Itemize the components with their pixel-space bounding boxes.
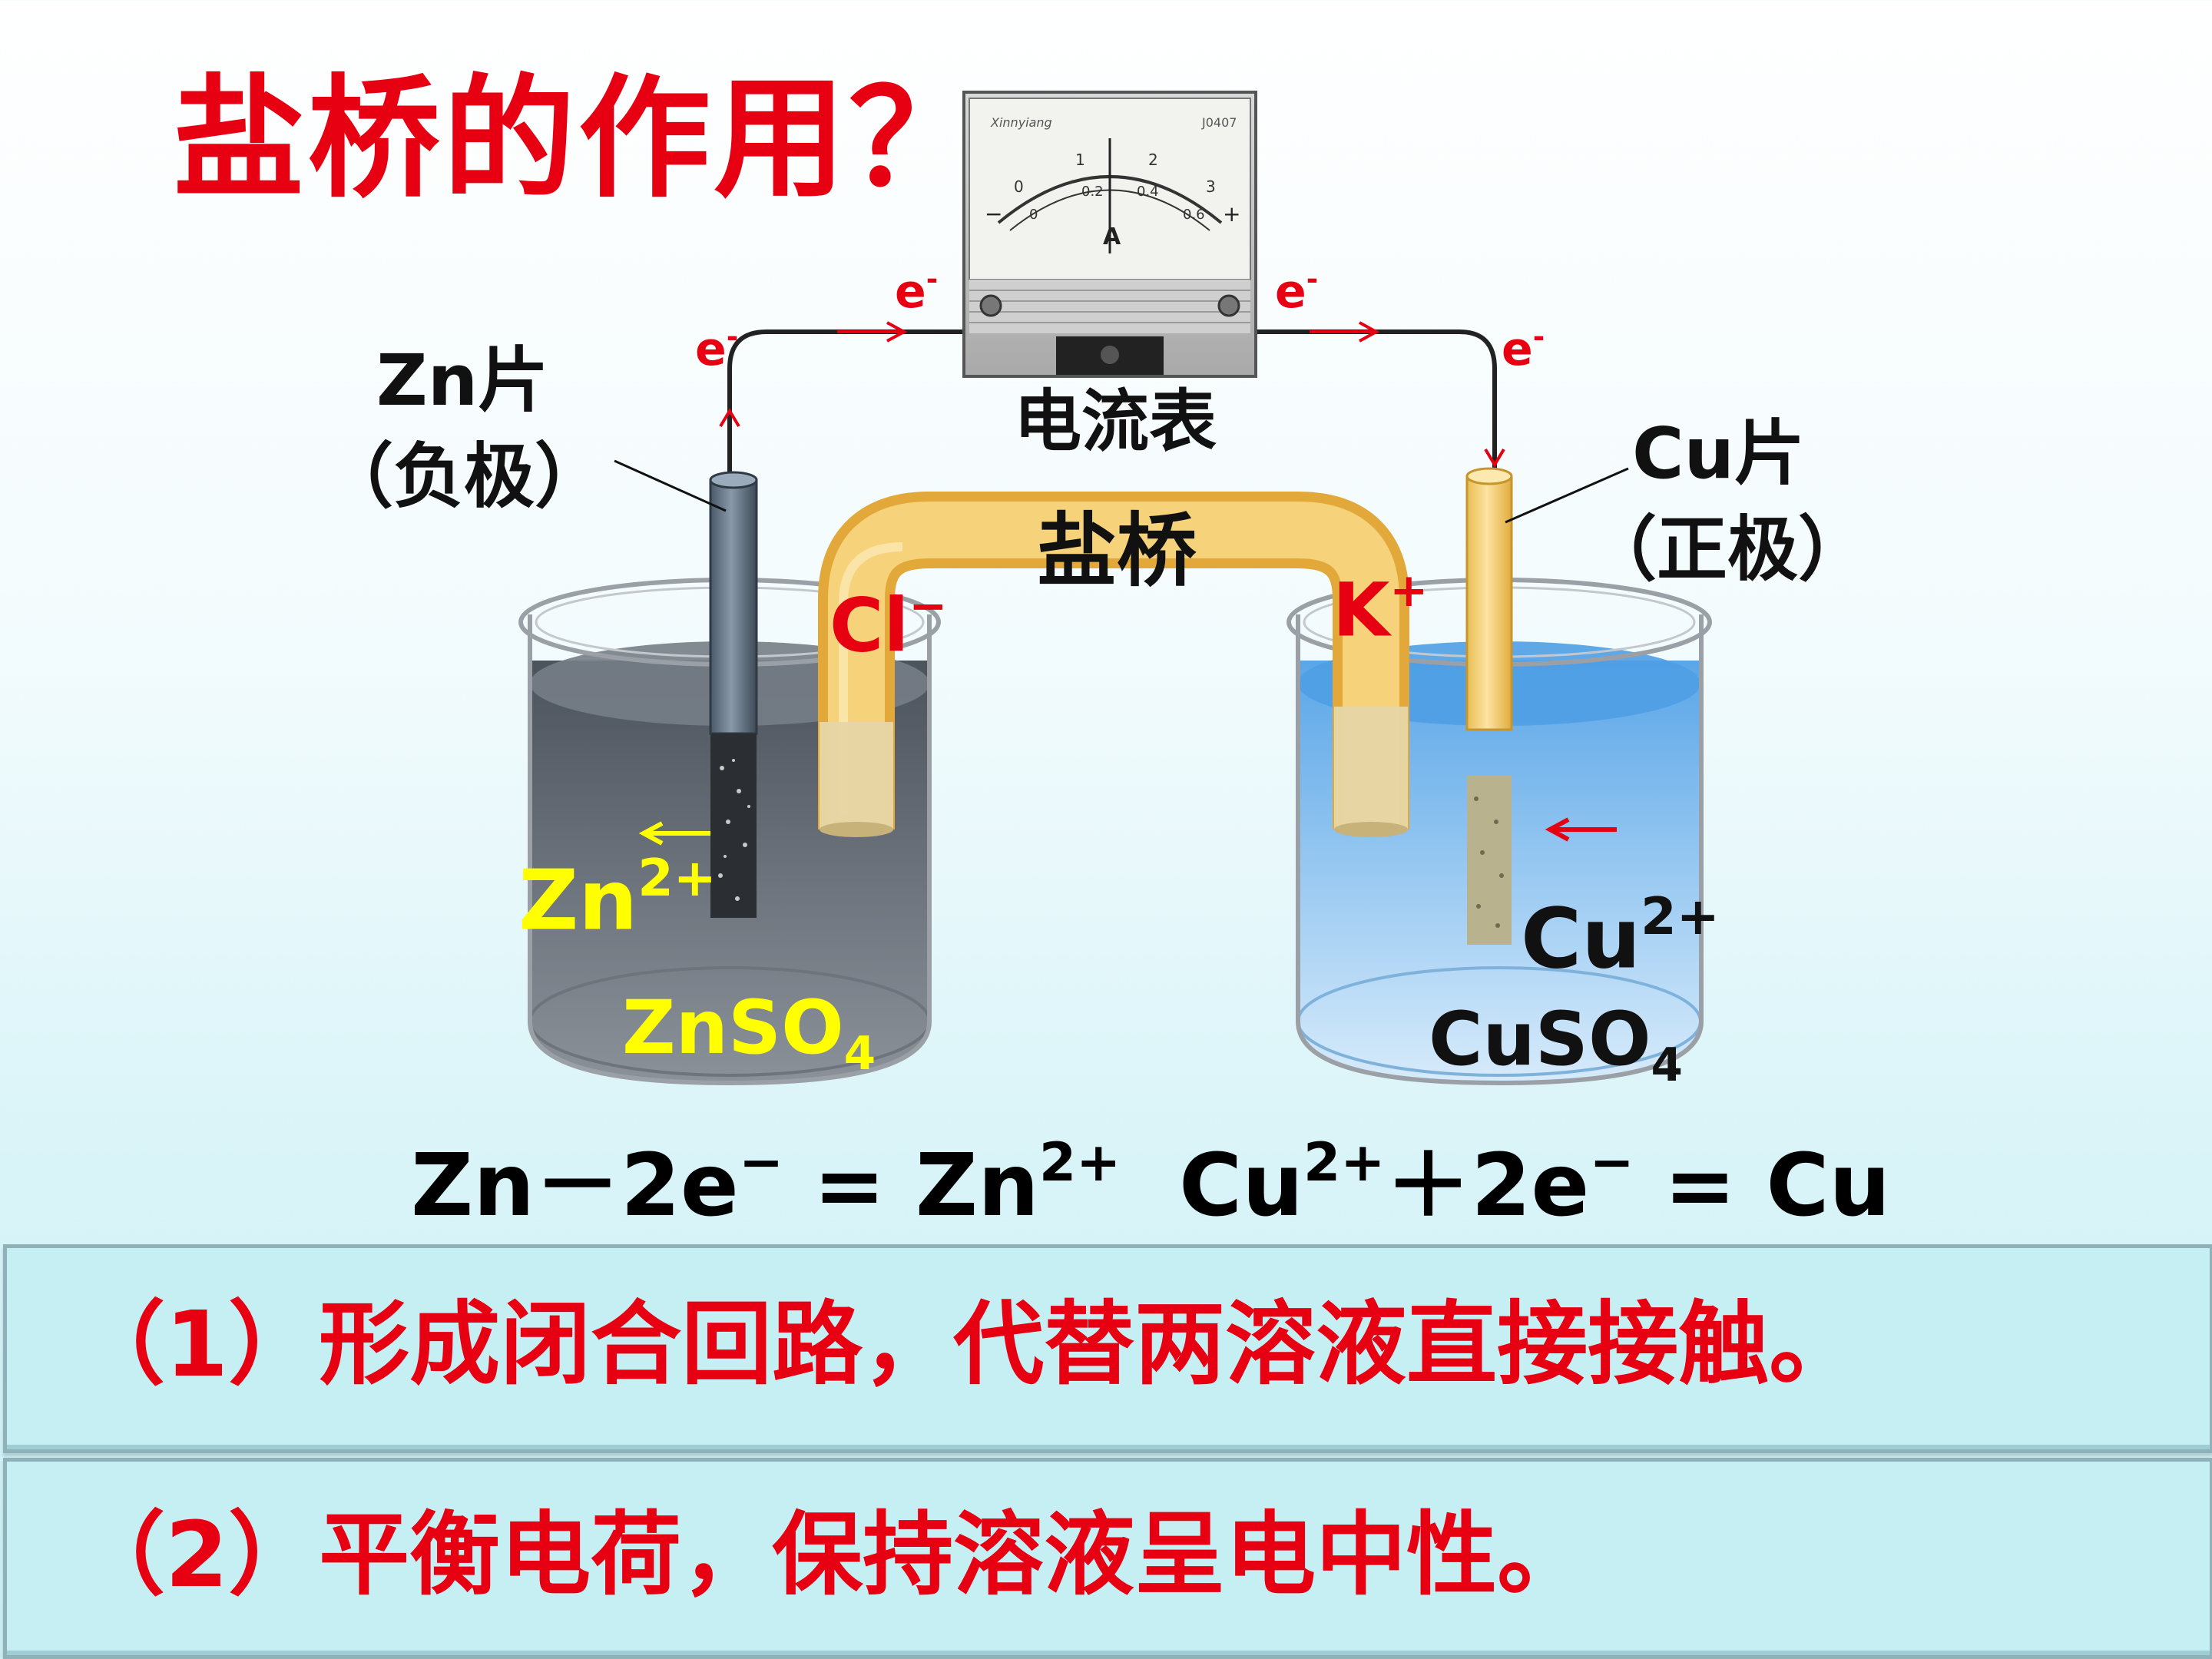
electron-label-1: e-: [695, 320, 739, 377]
pointer-line-cu: [1505, 467, 1629, 524]
ammeter-scale-bottom-3: 0.6: [1183, 207, 1205, 223]
pointer-line-zn: [614, 459, 727, 512]
anode-equation: Zn－2e− = Zn2+: [411, 1132, 1121, 1237]
cu-ion-arrow: [1545, 817, 1617, 842]
znso4-label: ZnSO4: [622, 985, 876, 1081]
cathode-equation: Cu2+＋2e− = Cu: [1179, 1132, 1891, 1237]
ammeter-label: 电流表: [1014, 382, 1217, 461]
electron-arrows: [719, 321, 1505, 468]
zn-electrode-name: Zn片: [376, 339, 549, 422]
ammeter-minus: −: [985, 201, 1002, 227]
electron-label-2: e-: [895, 262, 939, 320]
cu-electrode-name: Cu片: [1632, 412, 1806, 495]
zinc-electrode: [709, 471, 758, 918]
salt-bridge-label: 盐桥: [1037, 504, 1197, 598]
ammeter-model: J0407: [1201, 115, 1237, 130]
electron-label-3: e-: [1275, 262, 1319, 320]
ammeter-scale-top-1: 1: [1075, 151, 1085, 169]
ammeter-scale-bottom-1: 0.2: [1081, 184, 1104, 200]
answer-text-1: （1）形成闭合回路，代替两溶液直接接触。: [75, 1291, 1860, 1397]
zn-ion-label: Zn2+: [518, 848, 717, 949]
cu-electrode-role: （正极）: [1586, 508, 1869, 591]
potassium-ion-label: K+: [1333, 565, 1429, 654]
ammeter-scale-bottom-0: 0: [1029, 207, 1038, 223]
copper-electrode: [1465, 467, 1513, 945]
page-title: 盐桥的作用？: [173, 61, 984, 216]
answer-text-2: （2）平衡电荷，保持溶液呈电中性。: [75, 1502, 1588, 1608]
chloride-ion-label: Cl−: [830, 580, 948, 669]
electron-label-4: e-: [1502, 320, 1545, 377]
ammeter-scale-bottom-2: 0.4: [1137, 184, 1159, 200]
wire-left: [727, 329, 968, 480]
ammeter-unit: A: [1103, 224, 1121, 250]
ammeter-plus: +: [1223, 201, 1240, 227]
cu-ion-label: Cu2+: [1521, 886, 1720, 988]
cuso4-label: CuSO4: [1429, 996, 1683, 1092]
ammeter-scale-top-0: 0: [1014, 177, 1024, 196]
galvanic-cell-diagram: Xinnyiang J0407 0 1 2 3 0 0.2 0.4 0.6 A …: [518, 91, 1712, 1086]
ammeter: [962, 91, 1257, 378]
ammeter-scale-top-3: 3: [1206, 177, 1216, 196]
salt-bridge-tube: [818, 492, 1409, 837]
answer-box-2: （2）平衡电荷，保持溶液呈电中性。: [3, 1458, 2212, 1659]
ammeter-scale-top-2: 2: [1148, 151, 1158, 169]
wire-right: [1252, 329, 1497, 476]
zn-ion-arrow: [638, 821, 710, 846]
ammeter-brand: Xinnyiang: [990, 115, 1052, 130]
zn-electrode-role: （负极）: [323, 435, 606, 518]
answer-box-1: （1）形成闭合回路，代替两溶液直接接触。: [3, 1244, 2212, 1453]
